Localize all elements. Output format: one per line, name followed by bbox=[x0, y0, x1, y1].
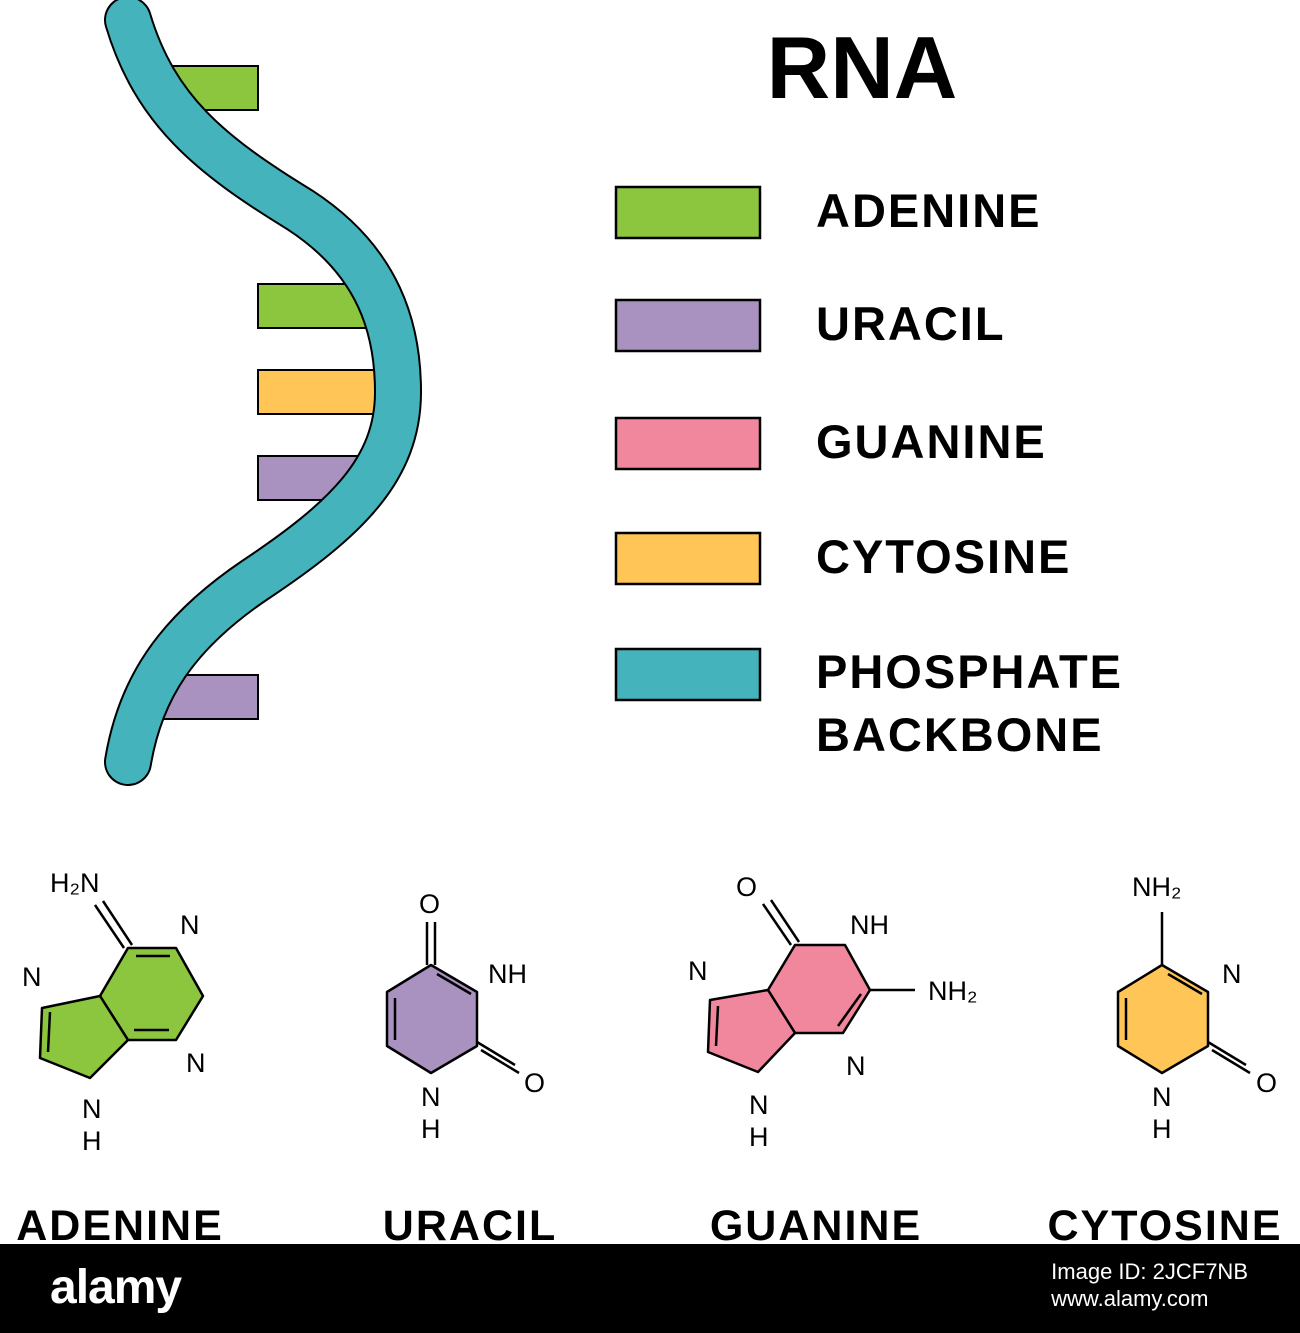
cytosine-atom-nh-n: N bbox=[1152, 1082, 1172, 1112]
adenine-atom-n-top: N bbox=[180, 910, 200, 940]
molecule-name-adenine: ADENINE bbox=[16, 1202, 224, 1244]
adenine-atom-n-left: N bbox=[22, 962, 42, 992]
legend-swatch-phosphate-backbone bbox=[614, 647, 762, 702]
molecule-name-guanine: GUANINE bbox=[710, 1202, 922, 1244]
legend-swatch-uracil bbox=[614, 298, 762, 353]
cytosine-atom-n: N bbox=[1222, 959, 1242, 989]
site-url: www.alamy.com bbox=[1051, 1286, 1209, 1311]
guanine-atom-nh2: NH₂ bbox=[928, 976, 977, 1006]
watermark-footer: alamy Image ID: 2JCF7NB www.alamy.com bbox=[0, 1244, 1300, 1333]
cytosine-structure: NH₂ N O N H bbox=[1116, 872, 1277, 1144]
phosphate-backbone bbox=[104, 0, 423, 786]
legend-label-adenine: ADENINE bbox=[816, 184, 1042, 237]
adenine-structure: H₂N N N N N H bbox=[22, 868, 206, 1156]
legend-label-uracil: URACIL bbox=[816, 297, 1006, 350]
molecule-names: ADENINE URACIL GUANINE CYTOSINE bbox=[16, 1202, 1282, 1244]
image-id: Image ID: 2JCF7NB bbox=[1051, 1259, 1248, 1284]
adenine-atom-nh-n: N bbox=[82, 1094, 102, 1124]
legend-label-guanine: GUANINE bbox=[816, 415, 1047, 468]
cytosine-atom-nh2: NH₂ bbox=[1132, 872, 1181, 902]
page-title: RNA bbox=[767, 18, 958, 117]
adenine-atom-n-right: N bbox=[186, 1048, 206, 1078]
guanine-atom-n-right: N bbox=[846, 1051, 866, 1081]
uracil-atom-nh: NH bbox=[488, 959, 527, 989]
cytosine-atom-o: O bbox=[1256, 1068, 1277, 1098]
uracil-atom-nh-h: H bbox=[421, 1114, 441, 1144]
uracil-structure: O NH O N H bbox=[385, 889, 545, 1144]
legend-swatch-guanine bbox=[614, 416, 762, 471]
base-bar-cytosine bbox=[257, 369, 389, 415]
legend-swatch-adenine bbox=[614, 185, 762, 240]
legend-swatch-cytosine bbox=[614, 531, 762, 586]
guanine-atom-o-top: O bbox=[736, 872, 757, 902]
uracil-atom-o-right: O bbox=[524, 1068, 545, 1098]
molecule-name-cytosine: CYTOSINE bbox=[1047, 1202, 1282, 1244]
guanine-atom-n-left: N bbox=[688, 956, 708, 986]
adenine-atom-h2n: H₂N bbox=[50, 868, 99, 898]
guanine-structure: O NH NH₂ N N N H bbox=[688, 872, 977, 1152]
legend-label-cytosine: CYTOSINE bbox=[816, 530, 1071, 583]
adenine-atom-nh-h: H bbox=[82, 1126, 102, 1156]
uracil-atom-o-top: O bbox=[419, 889, 440, 919]
guanine-atom-nh-n: N bbox=[749, 1090, 769, 1120]
rna-diagram: RNA ADENINE URACIL GUANINE CYTOSINE PHOS… bbox=[16, 0, 1282, 1244]
cytosine-atom-nh-h: H bbox=[1152, 1114, 1172, 1144]
guanine-atom-nh: NH bbox=[850, 910, 889, 940]
guanine-atom-nh-h: H bbox=[749, 1122, 769, 1152]
legend-label-phosphate: PHOSPHATE bbox=[816, 645, 1123, 698]
stock-info: Image ID: 2JCF7NB www.alamy.com bbox=[1051, 1258, 1248, 1312]
molecule-name-uracil: URACIL bbox=[383, 1202, 557, 1244]
uracil-atom-nh-n: N bbox=[421, 1082, 441, 1112]
legend: ADENINE URACIL GUANINE CYTOSINE PHOSPHAT… bbox=[614, 184, 1123, 761]
brand-logo: alamy bbox=[50, 1261, 182, 1314]
legend-label-backbone: BACKBONE bbox=[816, 708, 1104, 761]
